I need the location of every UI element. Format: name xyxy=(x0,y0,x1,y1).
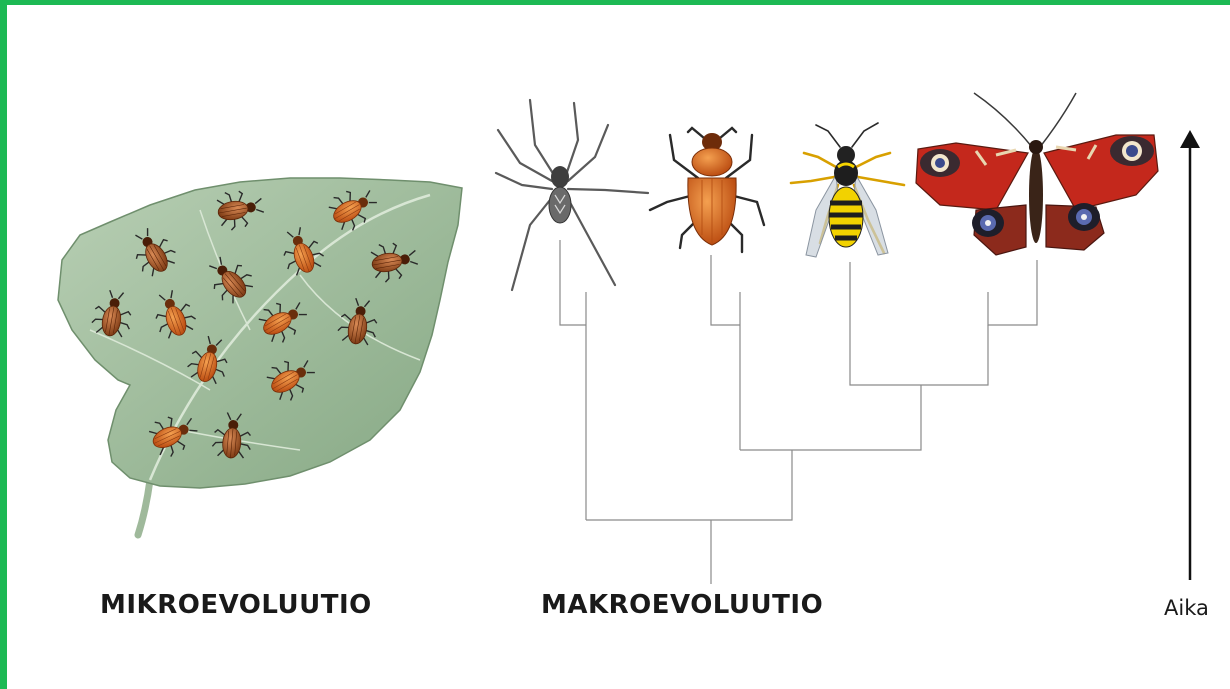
macroevolution-label: MAKROEVOLUUTIO xyxy=(541,590,823,620)
leaf-illustration xyxy=(58,178,462,535)
microevolution-label: MIKROEVOLUUTIO xyxy=(100,590,372,620)
butterfly-icon xyxy=(916,93,1158,255)
time-label: Aika xyxy=(1164,596,1209,620)
spider-icon xyxy=(496,100,648,290)
wasp-icon xyxy=(791,123,904,257)
phylogenetic-tree xyxy=(560,240,1037,584)
beetle-icon xyxy=(650,128,764,252)
time-arrow xyxy=(1180,130,1200,580)
